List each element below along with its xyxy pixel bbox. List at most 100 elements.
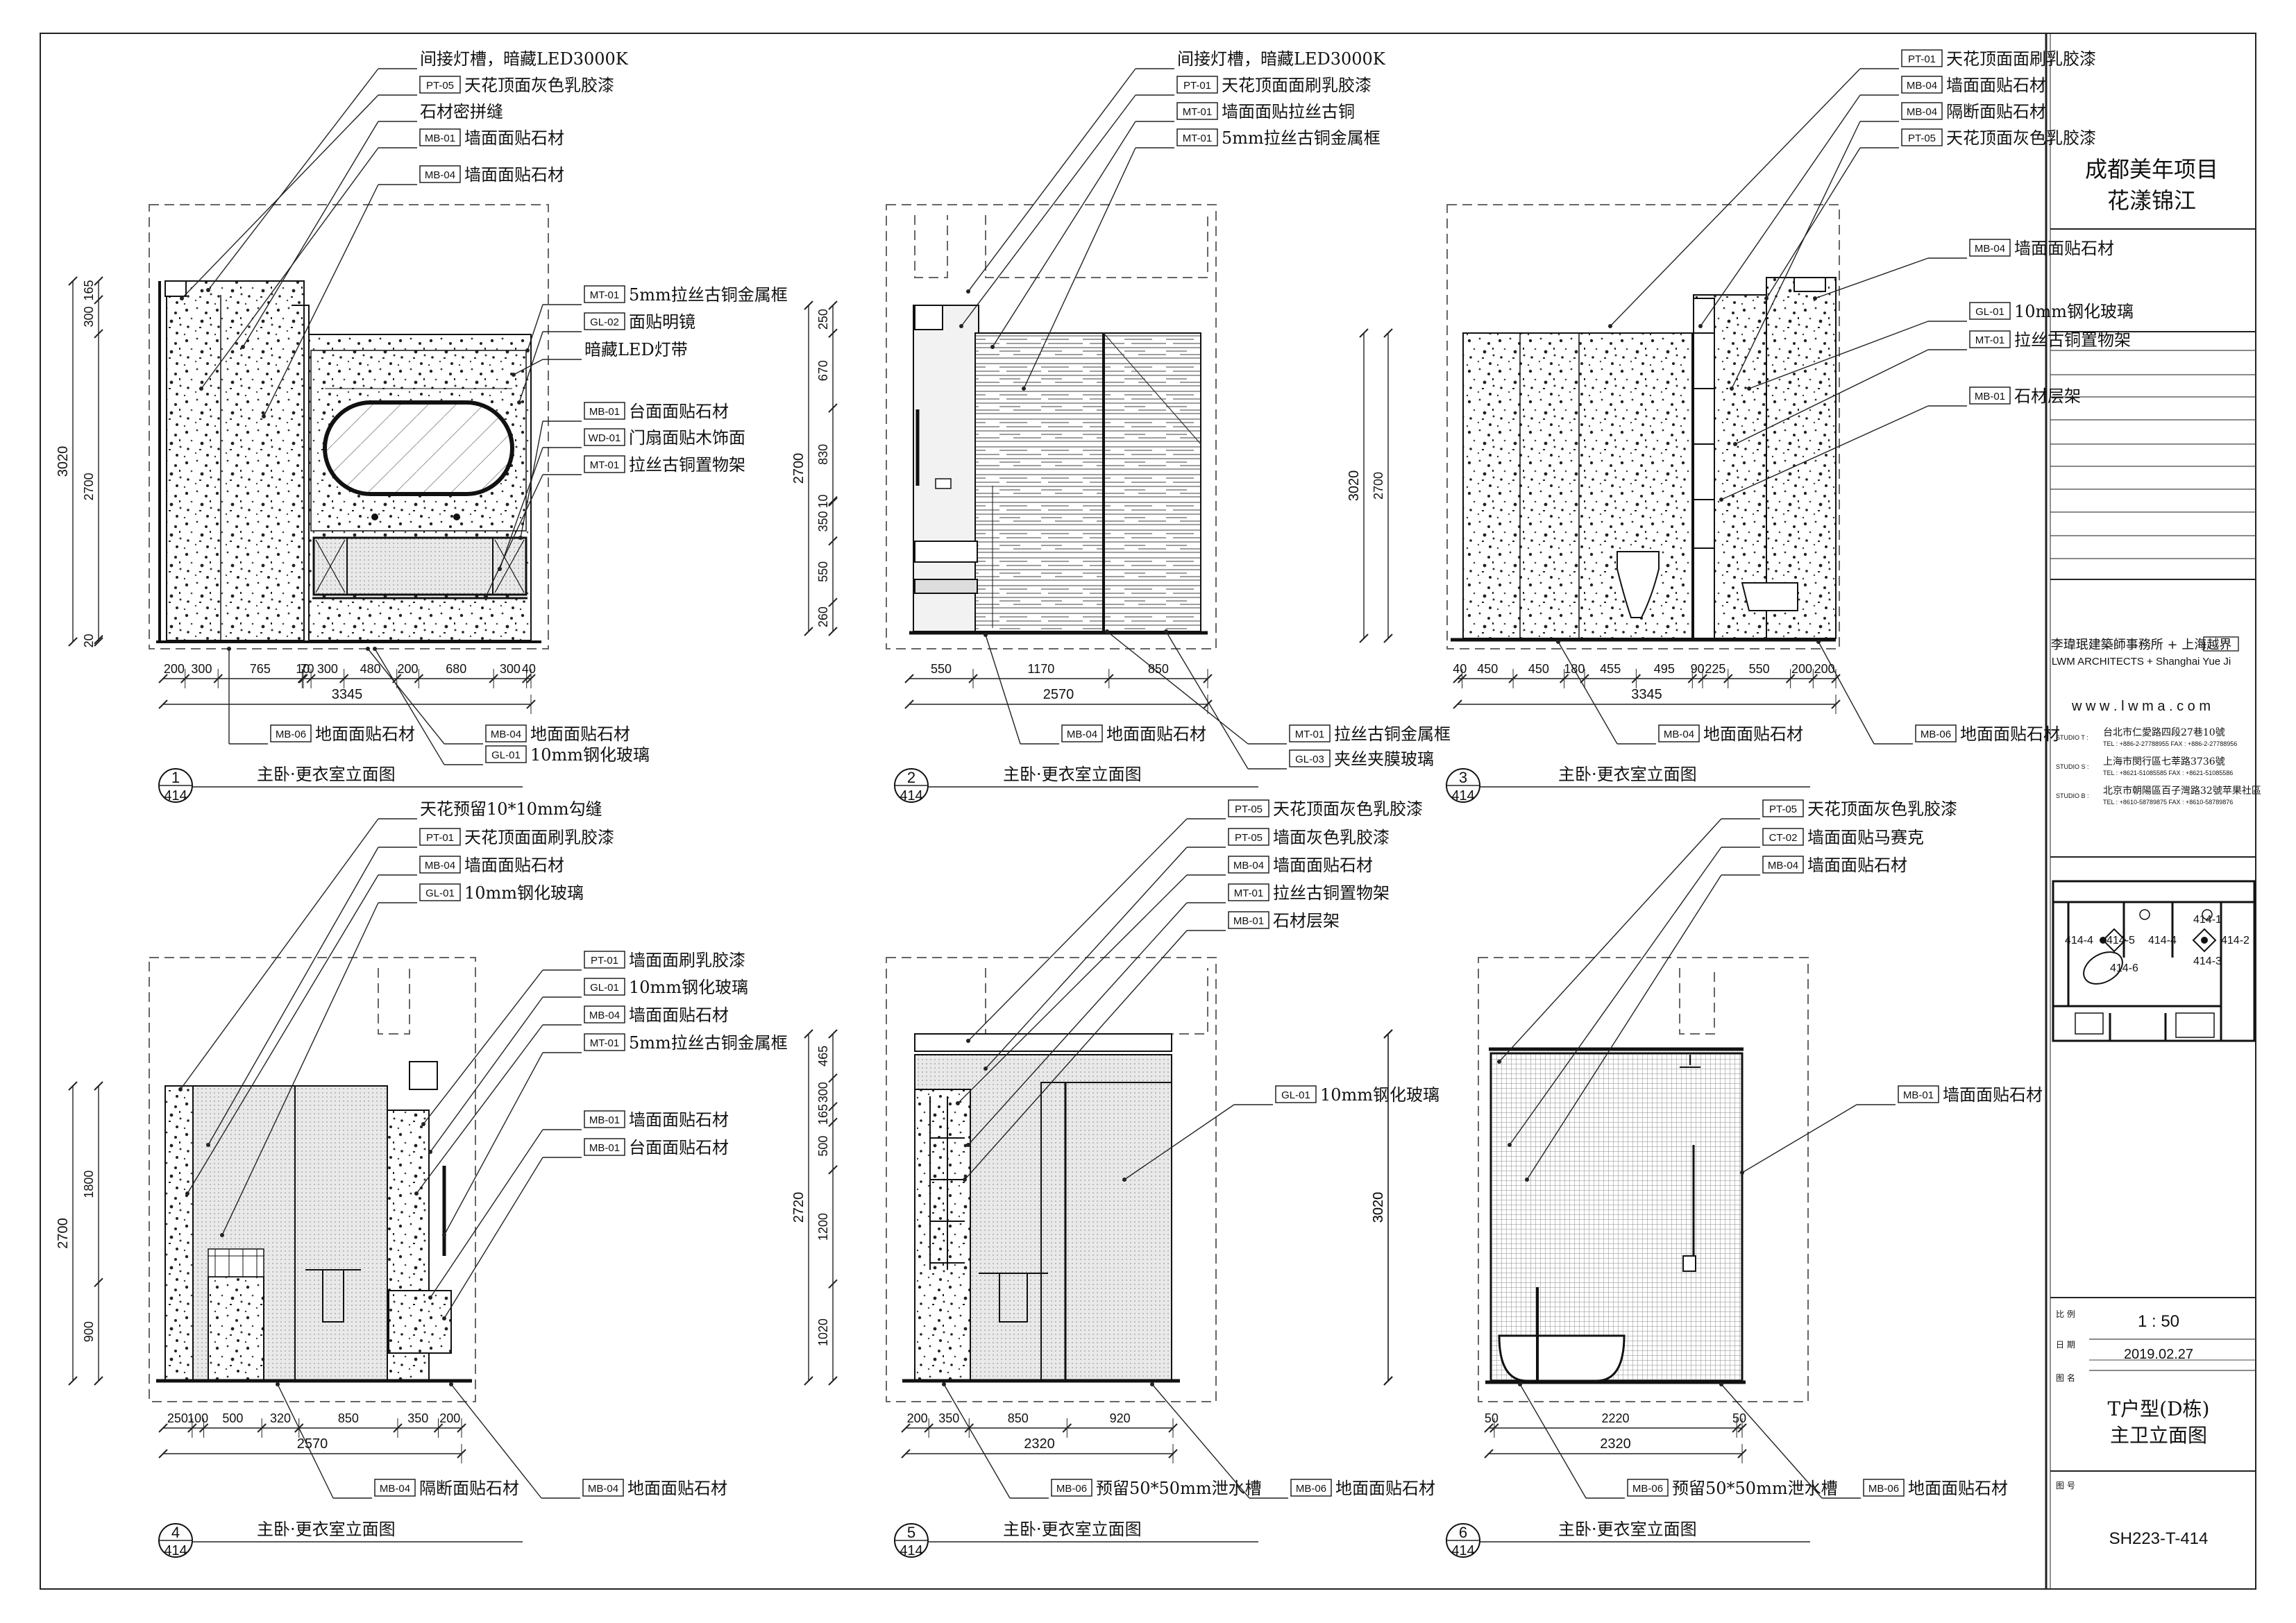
dimension-value: 2700 xyxy=(56,1218,71,1249)
studio-label: STUDIO T : xyxy=(2056,734,2088,741)
dimension-value: 200 xyxy=(164,662,185,676)
material-tag: MB-04 xyxy=(1768,860,1798,872)
firm-website: w w w . l w m a . c o m xyxy=(2071,699,2211,714)
dimension-value: 920 xyxy=(1110,1411,1131,1425)
material-tag: MB-01 xyxy=(589,406,620,418)
callout-text: 墙面灰色乳胶漆 xyxy=(1273,828,1390,847)
callout-text: 台面面贴石材 xyxy=(629,1138,729,1157)
callout: 暗藏LED灯带 xyxy=(512,340,688,377)
callout-text: 间接灯槽，暗藏LED3000K xyxy=(420,49,629,69)
callout-text: 地面面贴石材 xyxy=(530,724,630,744)
callout-text: 拉丝古铜置物架 xyxy=(1273,883,1390,903)
dimension-value: 250 xyxy=(816,309,830,330)
dimension-value: 2570 xyxy=(297,1436,328,1452)
callout-text: 夹丝夹膜玻璃 xyxy=(1334,749,1434,769)
material-tag: MB-01 xyxy=(589,1114,620,1126)
elevation-number: 2 xyxy=(907,769,915,786)
material-tag: PT-05 xyxy=(426,80,454,92)
callout-text: 10mm钢化玻璃 xyxy=(2014,302,2134,321)
dimension-value: 670 xyxy=(816,360,830,381)
callout-text: 墙面面贴石材 xyxy=(1807,856,1907,875)
dimension-value: 350 xyxy=(816,511,830,532)
dimension-value: 550 xyxy=(1749,662,1770,676)
sheet-number: 414 xyxy=(900,1543,922,1558)
scale-value: 1 : 50 xyxy=(2138,1312,2179,1331)
dimension-chain: 3020 xyxy=(1371,1029,1393,1386)
callout-text: 天花顶面灰色乳胶漆 xyxy=(1273,799,1423,819)
dimension-value: 850 xyxy=(1008,1411,1029,1425)
material-tag: MB-01 xyxy=(1975,391,2005,402)
dimension-value: 3020 xyxy=(1371,1192,1386,1223)
firm-name-en: LWM ARCHITECTS + Shanghai Yue Ji xyxy=(2052,656,2231,668)
callout-text: 天花顶面面刷乳胶漆 xyxy=(1946,49,2096,69)
callout-text: 地面面贴石材 xyxy=(1106,724,1206,744)
material-tag: GL-01 xyxy=(425,887,455,899)
dimension-value: 40 xyxy=(1453,662,1467,676)
dimension-value: 20 xyxy=(82,634,96,647)
material-tag: MB-01 xyxy=(1233,915,1264,927)
elevation-number: 3 xyxy=(1459,769,1467,786)
material-tag: MB-04 xyxy=(380,1483,410,1495)
dimension-value: 455 xyxy=(1600,662,1621,676)
keyplan xyxy=(2052,880,2256,1042)
material-tag: MT-01 xyxy=(1975,334,2005,346)
dimension-chain: 3020 xyxy=(1347,328,1369,643)
keyplan-label: 414-4 xyxy=(2065,935,2093,946)
callout-text: 地面面贴石材 xyxy=(1960,724,2060,744)
keyplan-label: 414-5 xyxy=(2107,935,2135,946)
callout-text: 墙面面贴石材 xyxy=(464,128,564,148)
dimension-value: 450 xyxy=(1477,662,1498,676)
elevation-caption: 主卧·更衣室立面图 xyxy=(1003,1520,1142,1539)
dimension-value: 2720 xyxy=(791,1192,807,1223)
dimension-value: 200 xyxy=(1814,662,1835,676)
material-tag: GL-01 xyxy=(1975,306,2004,318)
elevation-5 xyxy=(886,957,1217,1402)
callout-text: 预留50*50mm泄水槽 xyxy=(1672,1479,1838,1498)
dimension-chain: 2700 xyxy=(1371,328,1393,643)
callout-text: 5mm拉丝古铜金属框 xyxy=(629,1033,788,1053)
callout-text: 地面面贴石材 xyxy=(1703,724,1803,744)
callout-text: 墙面面贴马赛克 xyxy=(1807,828,1924,847)
number-label: 图 号 xyxy=(2056,1481,2075,1490)
material-tag: MB-04 xyxy=(425,860,455,872)
dimension-value: 3345 xyxy=(1631,687,1662,702)
sheet-number: 414 xyxy=(1451,1543,1474,1558)
dimension-value: 350 xyxy=(407,1411,428,1425)
callout: MB-04 墙面面贴石材 xyxy=(1698,76,2046,328)
keyplan-label: 414-4 xyxy=(2148,935,2177,946)
material-tag: MT-01 xyxy=(1183,106,1213,118)
material-tag: PT-05 xyxy=(1235,832,1263,844)
callout-text: 墙面面贴石材 xyxy=(1946,76,2046,95)
material-tag: MT-01 xyxy=(1234,887,1264,899)
dimension-value: 765 xyxy=(250,662,271,676)
dimension-value: 3020 xyxy=(56,446,71,477)
callout: 间接灯槽，暗藏LED3000K xyxy=(966,49,1386,294)
material-tag: MB-04 xyxy=(1907,80,1937,92)
